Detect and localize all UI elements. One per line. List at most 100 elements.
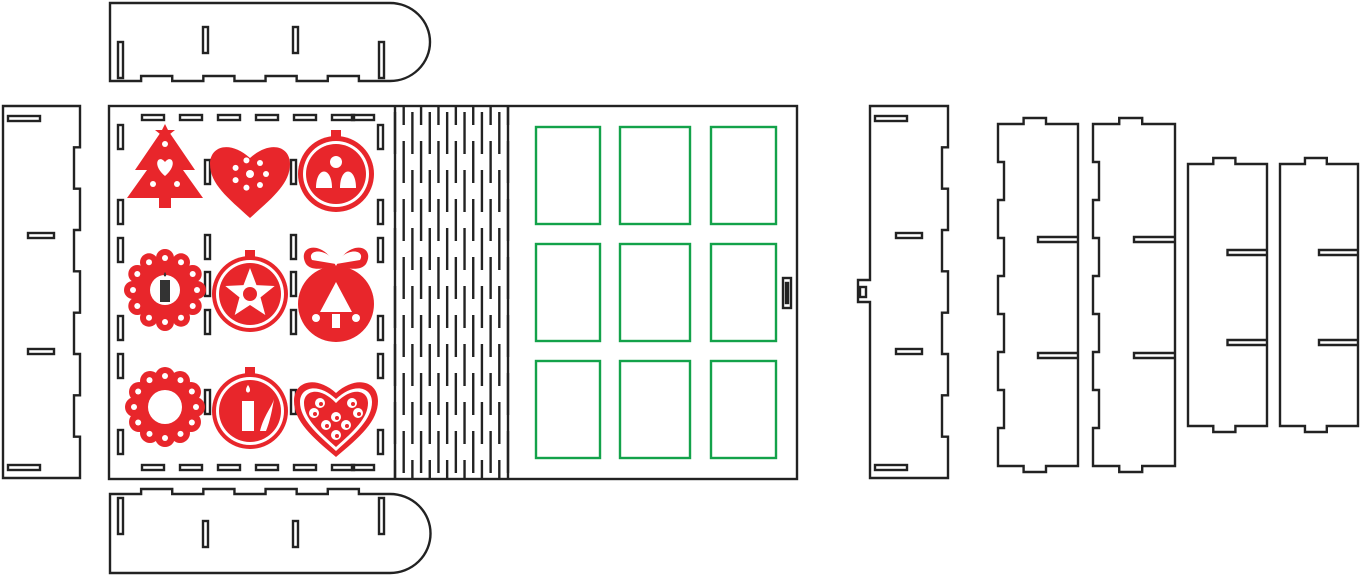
flake-cut xyxy=(134,271,141,277)
edge-slot xyxy=(6,463,42,472)
swirl-core xyxy=(351,402,355,406)
window-cutout xyxy=(709,242,778,343)
side-slot xyxy=(377,496,386,536)
heart-cut xyxy=(246,170,254,178)
side-slot xyxy=(377,40,386,80)
heart-cut xyxy=(263,171,269,177)
edge-slot xyxy=(6,114,42,123)
edge-slot xyxy=(216,463,242,472)
flame-engrave xyxy=(163,272,167,277)
heart-cut xyxy=(232,177,239,184)
edge-slot xyxy=(873,463,909,472)
heart-cut xyxy=(256,160,263,167)
hinge-slot xyxy=(201,25,210,55)
ball-cap xyxy=(331,130,341,137)
candle-ball-ornament-icon xyxy=(212,367,288,449)
short-divider-1 xyxy=(1186,156,1269,434)
cross-slot xyxy=(1317,338,1358,347)
divider-outline xyxy=(1186,156,1269,434)
side-slot xyxy=(116,40,125,80)
flake-cut xyxy=(146,314,152,321)
flake-cut xyxy=(146,377,153,384)
bell-cut xyxy=(316,171,332,188)
sheet-outline xyxy=(107,104,799,481)
swirl-core xyxy=(345,424,349,428)
window-cutout xyxy=(534,359,602,460)
divider-outline xyxy=(1091,116,1177,474)
edge-slot xyxy=(873,114,909,123)
latch-hole xyxy=(858,285,868,299)
window-cutout xyxy=(534,242,602,343)
inner-slot xyxy=(203,158,212,186)
hinge-slot xyxy=(291,25,300,55)
cross-slot xyxy=(1132,351,1175,360)
side-slot xyxy=(376,236,385,264)
inner-slot xyxy=(203,270,212,298)
inner-slot xyxy=(203,233,212,261)
side-slot xyxy=(116,123,125,151)
lid-side-outline xyxy=(108,1,432,83)
swirl-core xyxy=(313,412,317,416)
flake-cut xyxy=(146,430,153,437)
flake-cut xyxy=(178,259,184,266)
swirl-core xyxy=(357,412,361,416)
short-divider-2 xyxy=(1278,156,1360,434)
divider-slot xyxy=(26,231,56,240)
left-end-panel xyxy=(1,104,82,480)
edge-slot xyxy=(140,463,166,472)
candle-engrave xyxy=(160,280,170,302)
tree-cut xyxy=(174,181,180,187)
christmas-tree-ornament-icon xyxy=(127,124,203,208)
ball-cut xyxy=(312,314,320,322)
inner-slot xyxy=(289,308,298,336)
flake-cut xyxy=(188,419,195,426)
latch-slot-inner xyxy=(784,281,790,305)
swirl-core xyxy=(325,424,329,428)
flake-cut xyxy=(189,303,196,309)
cross-slot xyxy=(1226,248,1267,257)
tree-cut xyxy=(150,181,156,187)
bow-cut xyxy=(330,156,342,168)
edge-slot xyxy=(292,463,318,472)
window-cutout xyxy=(709,125,778,226)
flake-cut xyxy=(162,373,168,379)
divider-outline xyxy=(996,116,1080,474)
star-center xyxy=(243,287,257,301)
heart-ornament-icon xyxy=(210,147,290,218)
candle-cut xyxy=(242,401,254,431)
ball-cap xyxy=(245,250,255,257)
star-ornament-icon xyxy=(212,250,288,332)
flake-cut xyxy=(131,404,137,410)
inner-slot xyxy=(289,270,298,298)
bow-cut xyxy=(310,251,336,264)
swirl-core xyxy=(319,402,323,406)
flake-cut xyxy=(177,430,184,437)
edge-slot xyxy=(254,463,280,472)
edge-slot xyxy=(178,463,204,472)
end-panel-outline xyxy=(1,104,82,480)
heart-shape xyxy=(210,147,290,218)
swirl-core xyxy=(335,434,339,438)
side-slot xyxy=(376,198,385,226)
flake-cut xyxy=(130,287,136,293)
flake-cut xyxy=(188,388,195,395)
lid-side-panel-bottom xyxy=(108,487,432,575)
flake-cut xyxy=(135,388,142,395)
edge-slot xyxy=(350,463,376,472)
bells-ornament-icon xyxy=(298,130,374,212)
heart-cut xyxy=(232,164,239,171)
edge-slot xyxy=(140,113,166,122)
window-cutout xyxy=(618,125,692,226)
side-slot xyxy=(116,352,125,380)
flake-cut xyxy=(178,314,184,321)
divider-outline xyxy=(1278,156,1360,434)
latch-slot xyxy=(781,276,793,310)
lid-side-panel-top xyxy=(108,1,432,83)
tree-heart-cut xyxy=(157,159,173,176)
side-slot xyxy=(116,198,125,226)
flake-cut xyxy=(134,303,141,309)
side-slot xyxy=(116,236,125,264)
flake-cut xyxy=(162,435,168,441)
